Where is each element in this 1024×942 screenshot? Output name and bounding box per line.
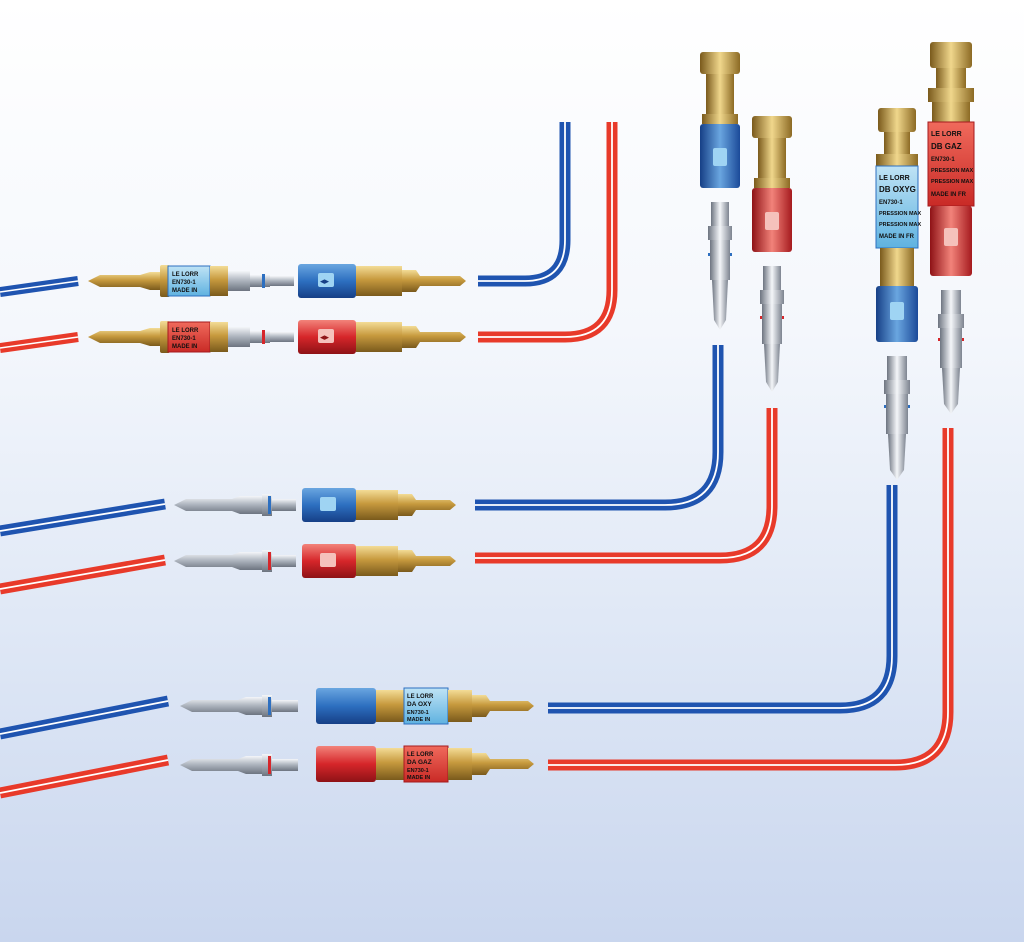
svg-text:MADE IN: MADE IN xyxy=(407,775,430,781)
svg-text:LE LORR: LE LORR xyxy=(879,175,910,182)
svg-text:◂▸: ◂▸ xyxy=(320,333,330,343)
svg-text:MADE IN FR: MADE IN FR xyxy=(879,234,915,240)
row1-blue-assembly: LE LORR EN730-1 MADE IN ◂▸ xyxy=(88,264,466,298)
svg-text:DA OXY: DA OXY xyxy=(407,701,432,708)
svg-text:MADE IN: MADE IN xyxy=(172,288,197,294)
vertical-blue-coupler xyxy=(700,52,740,330)
svg-text:DA GAZ: DA GAZ xyxy=(407,759,432,766)
svg-text:LE LORR: LE LORR xyxy=(172,272,199,278)
svg-text:LE LORR: LE LORR xyxy=(407,694,434,700)
valve-label-oxy xyxy=(167,265,211,297)
row2-blue-assembly xyxy=(174,488,456,522)
svg-text:EN730-1: EN730-1 xyxy=(407,710,429,716)
vertical-red-valve: LE LORR DB GAZ EN730-1 PRESSION MAX PRES… xyxy=(927,42,975,414)
svg-text:◂▸: ◂▸ xyxy=(320,277,330,287)
svg-text:MADE IN: MADE IN xyxy=(407,717,430,723)
vertical-blue-valve: LE LORR DB OXYG EN730-1 PRESSION MAX PRE… xyxy=(875,108,922,480)
coupler-red-row3 xyxy=(316,746,376,782)
hose-blue-row3-right xyxy=(548,485,898,714)
svg-text:EN730-1: EN730-1 xyxy=(879,200,903,206)
row3-blue-assembly: LE LORR DA OXY EN730-1 MADE IN xyxy=(180,687,534,725)
row2-red-assembly xyxy=(174,544,456,578)
hose-red-row2-right xyxy=(475,408,778,564)
svg-text:LE LORR: LE LORR xyxy=(407,752,434,758)
svg-text:LE LORR: LE LORR xyxy=(172,328,199,334)
svg-text:PRESSION MAX: PRESSION MAX xyxy=(931,168,974,174)
svg-text:EN730-1: EN730-1 xyxy=(407,768,429,774)
svg-text:LE LORR: LE LORR xyxy=(931,131,962,138)
hose-red-row1-right xyxy=(478,122,618,343)
coupler-blue-row3 xyxy=(316,688,376,724)
svg-text:EN730-1: EN730-1 xyxy=(931,157,955,163)
svg-text:PRESSION MAX: PRESSION MAX xyxy=(931,179,974,185)
svg-text:PRESSION MAX: PRESSION MAX xyxy=(879,222,922,228)
valve-label-db-gaz xyxy=(927,121,975,207)
row3-red-assembly: LE LORR DA GAZ EN730-1 MADE IN xyxy=(180,745,534,783)
vertical-red-coupler xyxy=(752,116,792,392)
row1-red-assembly: LE LORR EN730-1 MADE IN ◂▸ xyxy=(88,320,466,354)
svg-text:DB OXYG: DB OXYG xyxy=(879,185,916,194)
hoses xyxy=(0,122,954,799)
svg-text:EN730-1: EN730-1 xyxy=(172,280,196,286)
svg-text:EN730-1: EN730-1 xyxy=(172,336,196,342)
svg-text:MADE IN: MADE IN xyxy=(172,344,197,350)
hose-blue-row1-right xyxy=(478,122,571,287)
svg-text:PRESSION MAX: PRESSION MAX xyxy=(879,211,922,217)
valve-label-da-gaz xyxy=(403,745,449,783)
hose-blue-row2-right xyxy=(475,345,724,511)
svg-text:DB GAZ: DB GAZ xyxy=(931,142,962,151)
svg-text:MADE IN FR: MADE IN FR xyxy=(931,192,967,198)
valve-label-db-oxy xyxy=(875,165,919,249)
